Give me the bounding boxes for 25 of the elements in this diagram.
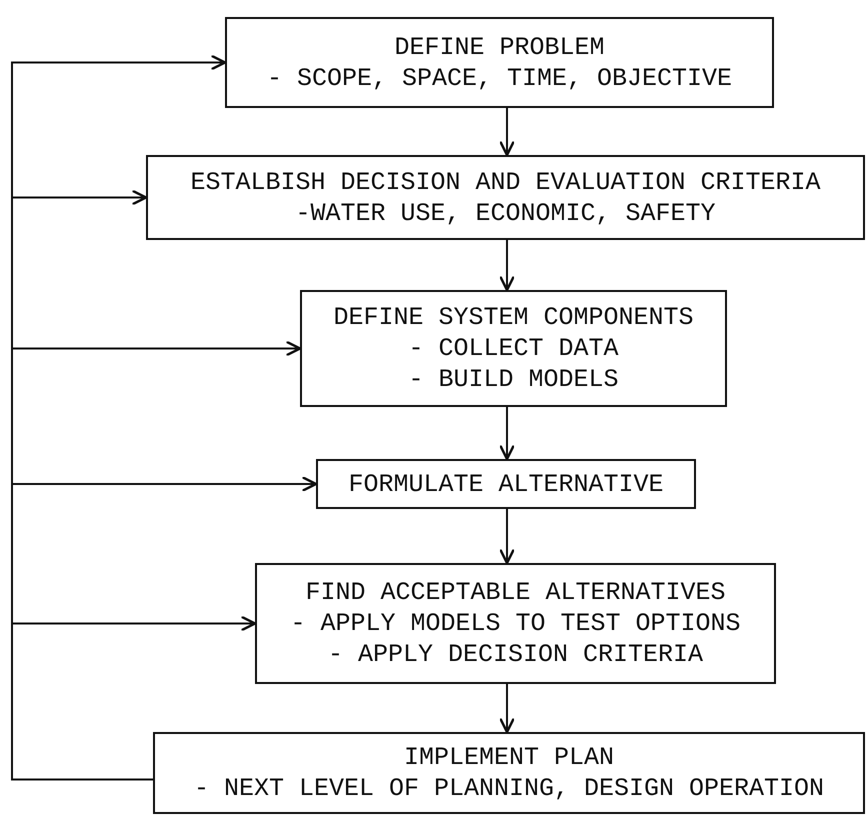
process-box <box>153 732 865 814</box>
step-detail: - COLLECT DATA <box>408 333 619 364</box>
process-box <box>255 563 776 684</box>
step-detail: - NEXT LEVEL OF PLANNING, DESIGN OPERATION <box>194 773 824 804</box>
process-box <box>225 17 774 108</box>
arrow <box>11 615 256 781</box>
step-title: FIND ACCEPTABLE ALTERNATIVES <box>305 577 726 608</box>
step-title: IMPLEMENT PLAN <box>404 742 614 773</box>
step-detail: - APPLY DECISION CRITERIA <box>328 639 704 670</box>
step-detail: - BUILD MODELS <box>408 364 619 395</box>
arrow <box>498 240 516 292</box>
arrow <box>498 407 516 460</box>
arrow <box>498 108 516 156</box>
step-title: DEFINE PROBLEM <box>394 32 605 62</box>
step-title: FORMULATE ALTERNATIVE <box>348 468 664 500</box>
step-title: ESTALBISH DECISION AND EVALUATION CRITERIA <box>190 166 821 198</box>
process-box <box>146 155 865 240</box>
process-box <box>300 290 727 407</box>
process-box <box>316 459 696 509</box>
arrow <box>498 684 516 734</box>
step-detail: - SCOPE, SPACE, TIME, OBJECTIVE <box>266 62 732 94</box>
step-detail: -WATER USE, ECONOMIC, SAFETY <box>295 198 716 228</box>
step-detail: - APPLY MODELS TO TEST OPTIONS <box>290 608 741 639</box>
arrow <box>498 509 516 564</box>
step-title: DEFINE SYSTEM COMPONENTS <box>333 302 694 333</box>
